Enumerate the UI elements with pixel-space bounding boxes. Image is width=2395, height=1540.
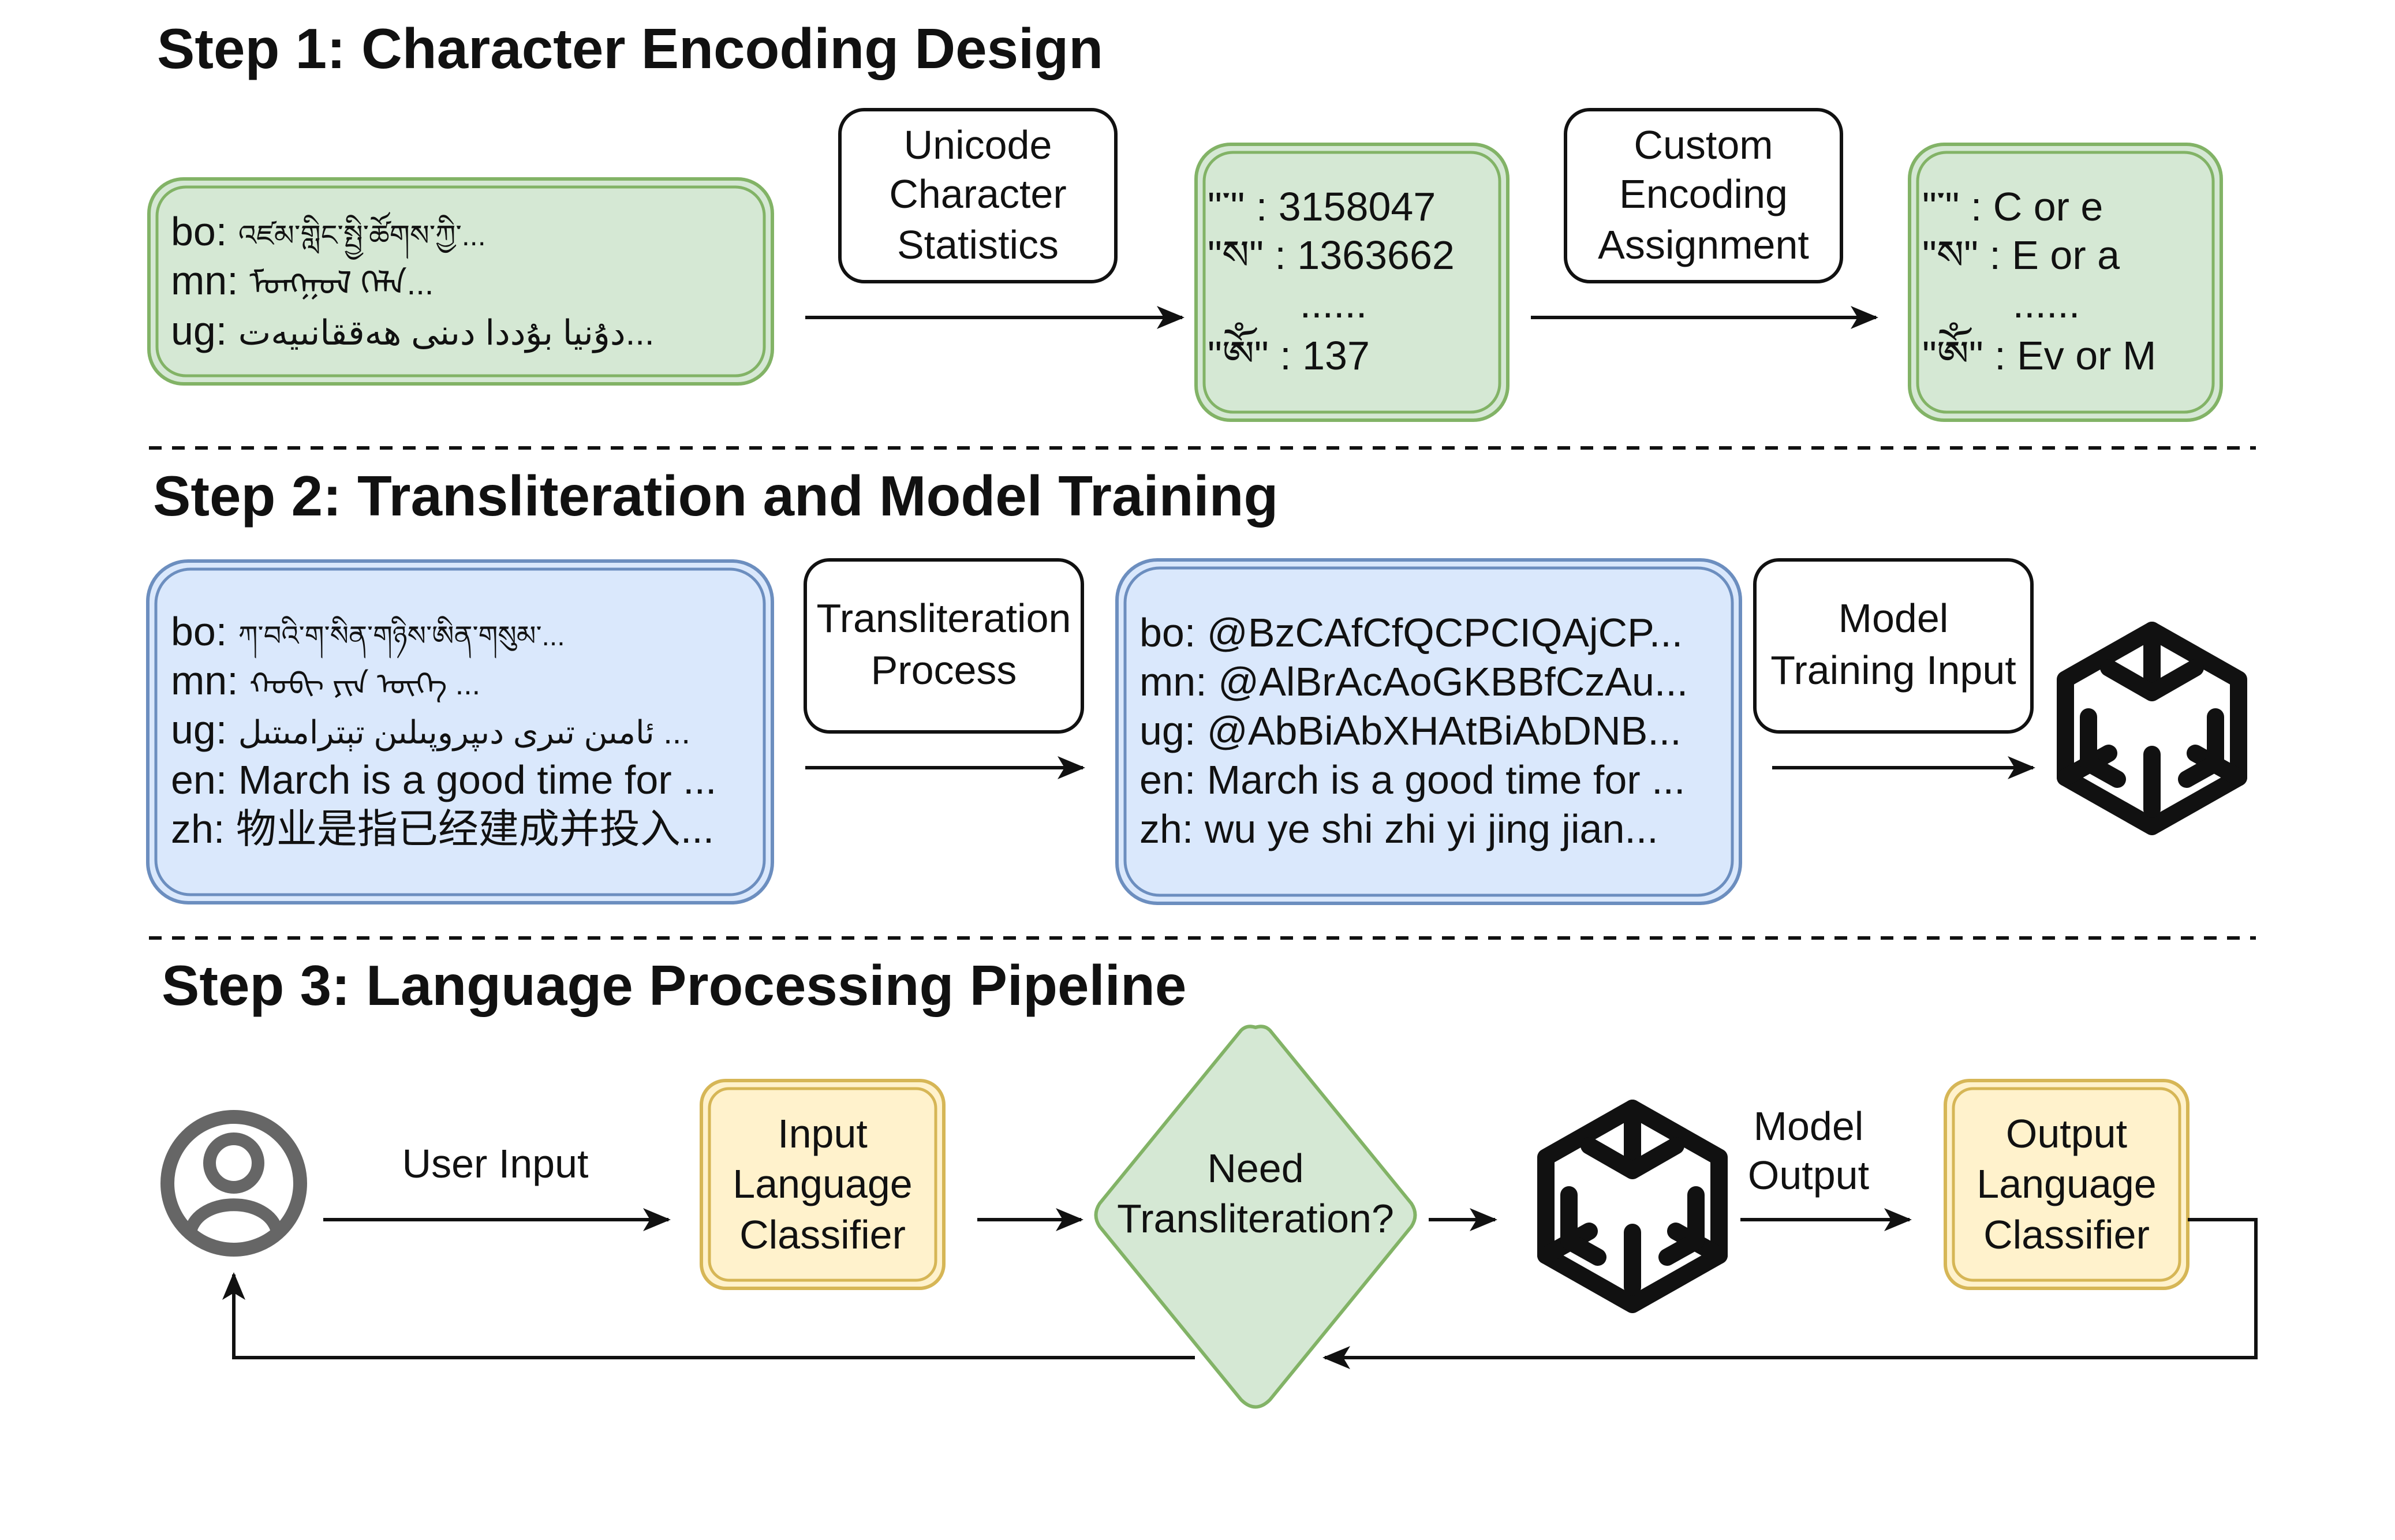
svg-text:ug: دۇنيا بۇددا دىنى ھەق: ug: دۇنيا بۇددا دىنى ھەققانىيەت... [171, 308, 655, 353]
input-language-classifier: Input Language Classifier [700, 1079, 946, 1290]
step2-title: Step 2: Transliteration and Model Traini… [153, 464, 1278, 528]
svg-text:Classifier: Classifier [739, 1212, 906, 1257]
svg-text:Unicode: Unicode [904, 122, 1052, 167]
svg-text:Character: Character [889, 171, 1066, 216]
input-code: mn: [171, 658, 238, 703]
svg-text:bo: @BzCAfCfQCPCIQAjCP..: bo: @BzCAfCfQCPCIQAjCP... [1139, 610, 1683, 655]
arrow-output-back-to-decision [1322, 1218, 2258, 1369]
input-code: ug: [171, 707, 227, 752]
output-code: bo: [1139, 610, 1195, 655]
input-text: March is a good time for ... [238, 757, 717, 802]
output-text: @BzCAfCfQCPCIQAjCP... [1207, 610, 1683, 655]
output-text: March is a good time for ... [1207, 757, 1686, 802]
svg-text:ug: ئامىن تىرى دىپروپىلى: ug: ئامىن تىرى دىپروپىلىن تېترامىتىل ... [171, 707, 690, 752]
svg-text:"་" : C or e: "་" : C or e [1922, 184, 2103, 229]
model-cube-icon [1546, 1108, 1719, 1304]
sample-code: ug: [171, 308, 227, 353]
svg-text:mn: ᠮᠣᠩᠭᠣᠯ ᠬᠡᠯᠡ...: mn: ᠮᠣᠩᠭᠣᠯ ᠬᠡᠯᠡ... [171, 258, 434, 303]
svg-text:zh: 物业是指已经建成并投入...: zh: 物业是指已经建成并投入... [171, 806, 714, 851]
svg-text:Input: Input [778, 1111, 868, 1156]
sample-text: دۇنيا بۇددا دىنى ھەققانىيەت... [238, 313, 655, 353]
sample-code: bo: [171, 209, 227, 254]
svg-text:mn: ᠬᠤᠪᠢ ᠶᠢᠨ ᠦᠭᠡ ...: mn: ᠬᠤᠪᠢ ᠶᠢᠨ ᠦᠭᠡ ... [171, 658, 480, 703]
input-code: bo: [171, 609, 227, 654]
svg-text:Transliteration: Transliteration [817, 596, 1071, 641]
input-code: zh: [171, 806, 225, 851]
svg-text:......: ...... [2013, 281, 2080, 326]
step1-source-samples: bo: འཛམ་གླིང་སྤྱི་ཚོགས་ཀྱི་... mn: ᠮᠣᠩᠭᠣ… [147, 177, 774, 386]
model-training-input-process: Model Training Input [1753, 558, 2034, 734]
svg-text:......: ...... [1300, 281, 1367, 326]
custom-encoding-process: Custom Encoding Assignment [1564, 108, 1843, 283]
output-text: @AbBiAbXHAtBiAbDNB... [1207, 708, 1682, 753]
step2-multilingual-input: bo: ཀ་བའི་ག་སིན་གཉིས་ཨིན་གསུམ་... mn: ᠬᠤ… [146, 559, 774, 904]
output-code: zh: [1139, 806, 1193, 851]
svg-text:mn: @AlBrAcAoGKBBfCzAu..: mn: @AlBrAcAoGKBBfCzAu... [1139, 659, 1688, 704]
svg-text:en: March is a good time: en: March is a good time for ... [171, 757, 716, 802]
svg-text:Language: Language [1976, 1161, 2156, 1206]
encoding-assignment-box: "་" : C or e "ས" : E or a ...... "ༀ" : E… [1908, 143, 2223, 422]
svg-text:Training Input: Training Input [1770, 648, 2016, 693]
transliteration-process: Transliteration Process [804, 558, 1084, 734]
svg-text:"ས" : 1363662: "ས" : 1363662 [1208, 233, 1455, 278]
sample-code: mn: [171, 258, 238, 303]
model-output-label: Output [1748, 1153, 1869, 1198]
step2-transliterated-output: bo: @BzCAfCfQCPCIQAjCP... mn: @AlBrAcAoG… [1115, 558, 1742, 905]
svg-text:Transliteration?: Transliteration? [1117, 1196, 1394, 1241]
arrow-back-to-user [222, 1272, 1195, 1359]
output-text: wu ye shi zhi yi jing jian... [1204, 806, 1658, 851]
step3-title: Step 3: Language Processing Pipeline [162, 954, 1186, 1017]
svg-text:"ས" : E or a: "ས" : E or a [1922, 233, 2120, 278]
input-text: ཀ་བའི་ག་སིན་གཉིས་ཨིན་གསུམ་... [238, 616, 565, 659]
svg-text:Custom: Custom [1634, 122, 1773, 167]
need-transliteration-decision: Need Transliteration? [1094, 1025, 1417, 1409]
svg-text:Process: Process [871, 648, 1017, 693]
svg-text:Language: Language [733, 1161, 912, 1206]
svg-text:ug: @AbBiAbXHAtBiAbDNB..: ug: @AbBiAbXHAtBiAbDNB... [1139, 708, 1682, 753]
unicode-statistics-process: Unicode Character Statistics [838, 108, 1118, 283]
svg-text:Output: Output [2006, 1111, 2127, 1156]
user-icon [160, 1110, 307, 1257]
input-code: en: [171, 757, 227, 802]
svg-text:en: March is a good time: en: March is a good time for ... [1139, 757, 1685, 802]
svg-text:"་" : 3158047: "་" : 3158047 [1208, 184, 1436, 229]
svg-text:zh: wu ye shi zhi yi jin: zh: wu ye shi zhi yi jing jian... [1139, 806, 1658, 851]
output-code: mn: [1139, 659, 1207, 704]
character-stats-box: "་" : 3158047 "ས" : 1363662 ...... "ༀ" :… [1194, 143, 1510, 422]
svg-text:bo: ཀ་བའི་ག་སིན་གཉིས་ཨིན: bo: ཀ་བའི་ག་སིན་གཉིས་ཨིན་གསུམ་... [171, 609, 565, 659]
svg-text:Model: Model [1839, 596, 1949, 641]
output-code: en: [1139, 757, 1195, 802]
svg-text:Assignment: Assignment [1598, 222, 1809, 267]
input-text: ᠬᠤᠪᠢ ᠶᠢᠨ ᠦᠭᠡ ... [249, 668, 480, 702]
svg-text:Statistics: Statistics [897, 222, 1059, 267]
model-cube-icon [2065, 630, 2239, 827]
output-code: ug: [1139, 708, 1195, 753]
output-language-classifier: Output Language Classifier [1944, 1079, 2189, 1290]
input-text: ئامىن تىرى دىپروپىلىن تېترامىتىل ... [238, 714, 690, 752]
model-output-label: Model [1754, 1104, 1864, 1149]
sample-text: ᠮᠣᠩᠭᠣᠯ ᠬᠡᠯᠡ... [249, 265, 434, 301]
svg-text:Classifier: Classifier [1983, 1212, 2150, 1257]
user-input-label: User Input [402, 1141, 589, 1186]
svg-text:Encoding: Encoding [1619, 171, 1788, 216]
svg-text:Need: Need [1207, 1146, 1303, 1191]
step1-title: Step 1: Character Encoding Design [157, 17, 1103, 80]
output-text: @AlBrAcAoGKBBfCzAu... [1218, 659, 1688, 704]
input-text: 物业是指已经建成并投入... [236, 806, 714, 851]
